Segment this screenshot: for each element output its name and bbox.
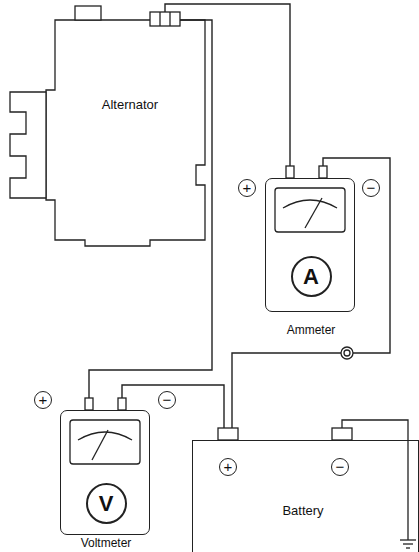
ground-symbol bbox=[403, 543, 413, 544]
polarity-sign: − bbox=[158, 391, 176, 409]
terminal-stud bbox=[159, 12, 160, 26]
dial-scale bbox=[283, 200, 337, 208]
polarity-sign: − bbox=[331, 458, 349, 476]
ammeter-terminal bbox=[319, 166, 327, 178]
alternator-housing bbox=[46, 20, 205, 246]
voltmeter-terminal bbox=[85, 398, 93, 410]
wire bbox=[232, 158, 390, 428]
terminal-stud bbox=[169, 12, 170, 26]
ring-terminal bbox=[341, 347, 353, 359]
polarity-sign: + bbox=[219, 458, 237, 476]
battery-terminal bbox=[218, 428, 238, 440]
battery-terminal bbox=[332, 428, 352, 440]
ground-symbol bbox=[406, 547, 410, 548]
dial-needle bbox=[305, 198, 322, 228]
wire bbox=[122, 385, 224, 428]
alternator-ear bbox=[75, 6, 101, 20]
ground-wire bbox=[342, 420, 408, 540]
voltmeter-box: VVoltmeter bbox=[60, 410, 150, 535]
battery-box: Battery bbox=[192, 440, 419, 552]
alternator-pulley bbox=[10, 92, 46, 198]
ground-symbol bbox=[400, 539, 416, 540]
ring-terminal bbox=[344, 350, 350, 356]
wire bbox=[165, 4, 290, 166]
polarity-sign: + bbox=[34, 391, 52, 409]
ammeter-terminal bbox=[286, 166, 294, 178]
part-name: Alternator bbox=[102, 98, 158, 112]
part-name: Ammeter bbox=[287, 324, 336, 337]
polarity-sign: − bbox=[362, 179, 380, 197]
voltmeter-dial bbox=[70, 420, 140, 464]
alternator-box: Alternator bbox=[55, 20, 205, 245]
wire bbox=[89, 20, 212, 398]
ammeter-dial bbox=[275, 188, 345, 232]
part-name: Battery bbox=[282, 504, 323, 518]
meter-symbol: V bbox=[86, 483, 127, 524]
polarity-sign: + bbox=[238, 179, 256, 197]
alternator-terminal bbox=[150, 12, 180, 26]
meter-symbol: A bbox=[291, 256, 332, 297]
dial-needle bbox=[92, 430, 108, 460]
voltmeter-terminal bbox=[118, 398, 126, 410]
part-name: Voltmeter bbox=[81, 537, 132, 550]
ammeter-box: AAmmeter bbox=[265, 178, 355, 312]
